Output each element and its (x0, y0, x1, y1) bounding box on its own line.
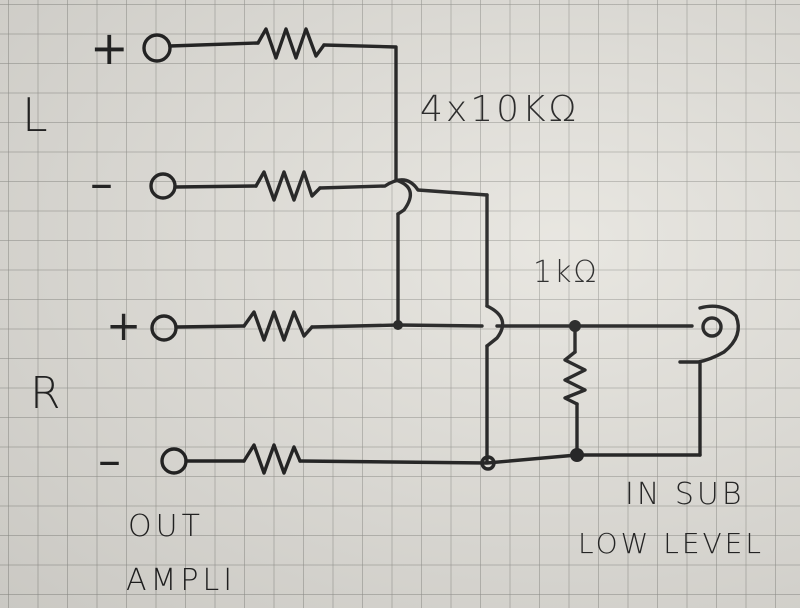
label-input-line2: LOW LEVEL (578, 527, 764, 560)
terminal-left-minus (149, 172, 177, 200)
label-load-resistor: 1kΩ (533, 255, 599, 290)
sign-left-minus: – (90, 156, 113, 210)
sign-right-plus: + (106, 301, 142, 350)
wire-ground-bottom (298, 453, 702, 465)
label-output-line1: OUT (128, 509, 204, 544)
wire-right-plus-lead (174, 324, 246, 329)
junction-plus (393, 320, 403, 330)
label-output-line2: AMPLI (126, 563, 237, 598)
resistor-right-plus (242, 310, 314, 342)
resistor-left-minus (254, 170, 322, 202)
sign-right-minus: – (98, 433, 121, 487)
resistor-1k (563, 350, 587, 406)
wire-left-plus-to-bus (322, 43, 398, 182)
wire-left-minus-to-ground (318, 178, 489, 197)
wire-left-plus-lead (168, 41, 260, 48)
terminal-right-minus (160, 447, 188, 475)
rca-jack-shell (678, 304, 740, 364)
label-right-channel: R (30, 368, 61, 419)
junction-ground-left (480, 455, 496, 471)
junction-1k-top (569, 320, 581, 332)
label-resistor-group: 4x10KΩ (420, 89, 580, 130)
resistor-left-plus (256, 27, 326, 60)
wire-left-minus-lead (173, 184, 258, 189)
junction-ground-right (570, 448, 584, 462)
bus-ground-hump (485, 304, 505, 348)
bus-plus-hump (394, 178, 413, 216)
rca-jack-center (701, 316, 723, 338)
wire-right-plus-to-bus (310, 323, 400, 329)
wire-signal (396, 323, 694, 328)
terminal-left-plus (142, 33, 172, 63)
label-input-line1: IN SUB (625, 477, 745, 512)
label-left-channel: L (22, 88, 48, 142)
terminal-right-plus (150, 314, 178, 342)
resistor-right-minus (242, 443, 302, 475)
sign-left-plus: + (90, 21, 129, 75)
